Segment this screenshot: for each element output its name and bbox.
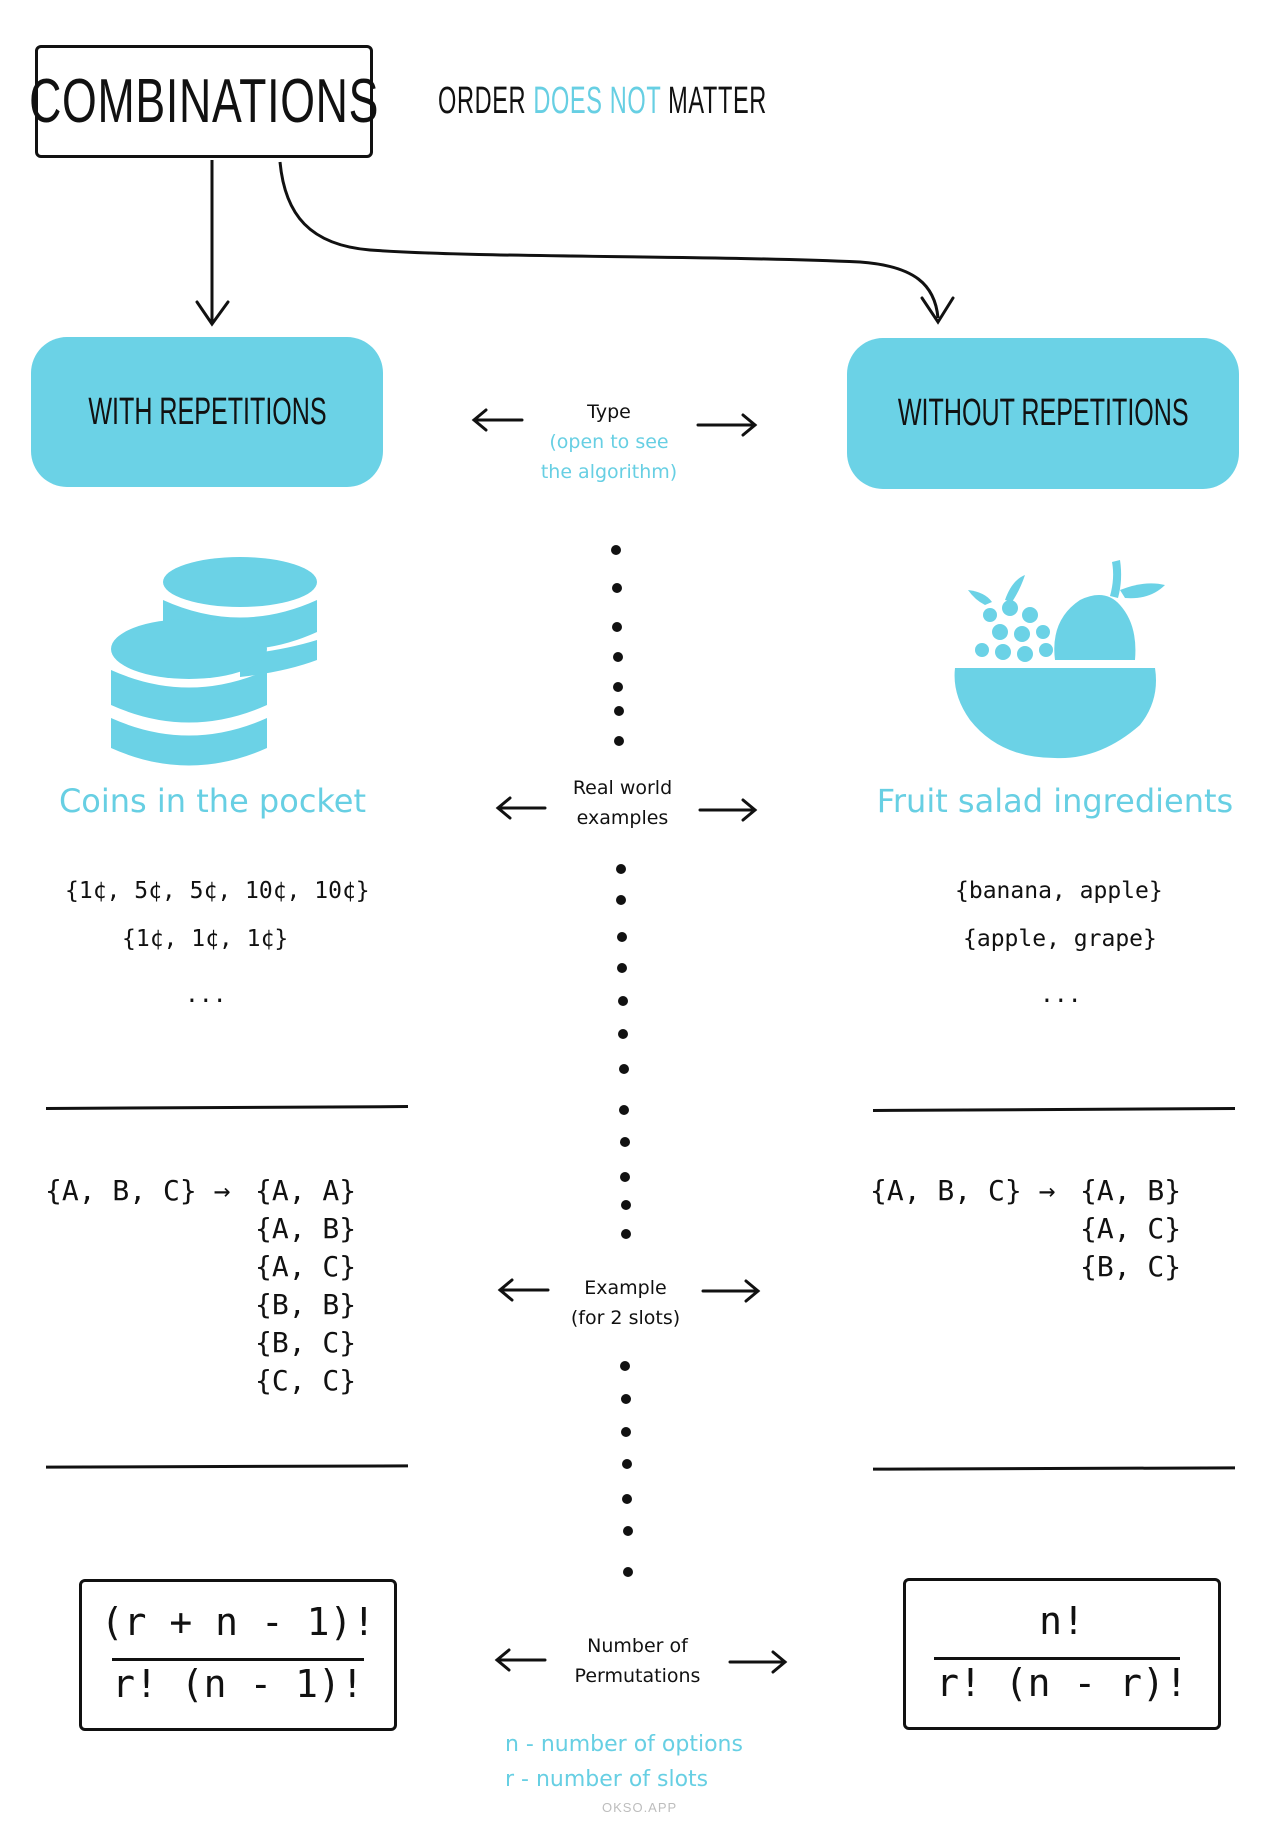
spine-dot — [622, 1459, 632, 1469]
spine-dot — [621, 1394, 631, 1404]
type-with-repetitions[interactable]: WITH REPETITIONS — [31, 337, 383, 487]
brand-mark: OKSO.APP — [602, 1800, 678, 1815]
count-label-block: Number of Permutations — [545, 1631, 730, 1691]
spine-dot — [614, 706, 624, 716]
spine-dot — [612, 583, 622, 593]
right-result: {B, C} — [1080, 1250, 1182, 1283]
spine-dot — [616, 895, 626, 905]
spine-dot — [611, 545, 621, 555]
spine-dot — [621, 1229, 631, 1239]
right-example-item: {apple, grape} — [963, 926, 1157, 952]
fraction-bar — [112, 1658, 364, 1661]
left-result: {A, C} — [255, 1250, 357, 1283]
left-result: {B, C} — [255, 1326, 357, 1359]
page-title: COMBINATIONS — [28, 67, 380, 136]
spine-dot — [618, 1029, 628, 1039]
type-without-repetitions-label: WITHOUT REPETITIONS — [897, 392, 1189, 434]
legend-n: n - number of options — [505, 1732, 743, 1757]
spine-dot — [613, 682, 623, 692]
formula-left-denominator: r! (n - 1)! — [112, 1662, 364, 1706]
spine-dot — [619, 1105, 629, 1115]
fraction-bar — [934, 1657, 1180, 1660]
left-result: {A, B} — [255, 1212, 357, 1245]
spine-dot — [623, 1567, 633, 1577]
spine-dot — [621, 1200, 631, 1210]
real-world-label-block: Real world examples — [545, 773, 700, 833]
type-hint-1: (open to see — [549, 431, 669, 453]
spine-dot — [620, 1172, 630, 1182]
spine-dot — [613, 652, 623, 662]
spine-dot — [617, 932, 627, 942]
spine-dot — [617, 963, 627, 973]
spine-dot — [618, 996, 628, 1006]
subtitle-pre: ORDER — [438, 80, 534, 122]
left-result: {B, B} — [255, 1288, 357, 1321]
example-label-2: (for 2 slots) — [570, 1307, 681, 1329]
formula-with-repetitions: (r + n - 1)! r! (n - 1)! — [79, 1579, 397, 1731]
right-example-item: {banana, apple} — [955, 878, 1163, 904]
right-source-set: {A, B, C} → — [870, 1174, 1056, 1207]
right-result: {A, B} — [1080, 1174, 1182, 1207]
formula-left-numerator: (r + n - 1)! — [100, 1600, 376, 1644]
spine-dot — [621, 1427, 631, 1437]
spine-dot — [612, 622, 622, 632]
type-hint-2: the algorithm) — [540, 461, 678, 483]
left-example-item: {1¢, 5¢, 5¢, 10¢, 10¢} — [65, 878, 370, 904]
formula-without-repetitions: n! r! (n - r)! — [903, 1578, 1221, 1730]
type-label: Type — [587, 401, 631, 423]
spine-dot — [623, 1526, 633, 1536]
example-label-1: Example — [584, 1277, 667, 1299]
example-label-block: Example (for 2 slots) — [548, 1273, 703, 1333]
spine-dot — [619, 1064, 629, 1074]
left-example-caption: Coins in the pocket — [58, 782, 367, 820]
spine-dot — [616, 864, 626, 874]
formula-right-numerator: n! — [1039, 1599, 1085, 1643]
subtitle-post: MATTER — [660, 80, 767, 122]
formula-right-denominator: r! (n - r)! — [936, 1661, 1188, 1705]
right-example-ellipsis: ... — [1040, 982, 1082, 1008]
spine-dot — [620, 1361, 630, 1371]
spine-dot — [620, 1137, 630, 1147]
count-label-1: Number of — [587, 1635, 688, 1657]
type-label-block: Type (open to see the algorithm) — [520, 397, 698, 487]
type-with-repetitions-label: WITH REPETITIONS — [87, 390, 327, 433]
count-label-2: Permutations — [574, 1665, 701, 1687]
left-source-set: {A, B, C} → — [45, 1174, 231, 1207]
real-world-label-1: Real world — [572, 777, 673, 799]
spine-dot — [622, 1494, 632, 1504]
left-example-item: {1¢, 1¢, 1¢} — [122, 926, 289, 952]
title-box: COMBINATIONS — [29, 45, 378, 158]
real-world-label-2: examples — [576, 807, 669, 829]
legend: n - number of options r - number of slot… — [505, 1727, 743, 1797]
right-example-caption: Fruit salad ingredients — [876, 782, 1234, 820]
type-without-repetitions[interactable]: WITHOUT REPETITIONS — [847, 338, 1239, 489]
left-example-ellipsis: ... — [185, 982, 227, 1008]
legend-r: r - number of slots — [505, 1767, 709, 1792]
subtitle: ORDER DOES NOT MATTER — [438, 80, 767, 123]
right-result: {A, C} — [1080, 1212, 1182, 1245]
subtitle-accent: DOES NOT — [533, 80, 661, 122]
left-result: {A, A} — [255, 1174, 357, 1207]
left-result: {C, C} — [255, 1364, 357, 1397]
spine-dot — [614, 736, 624, 746]
